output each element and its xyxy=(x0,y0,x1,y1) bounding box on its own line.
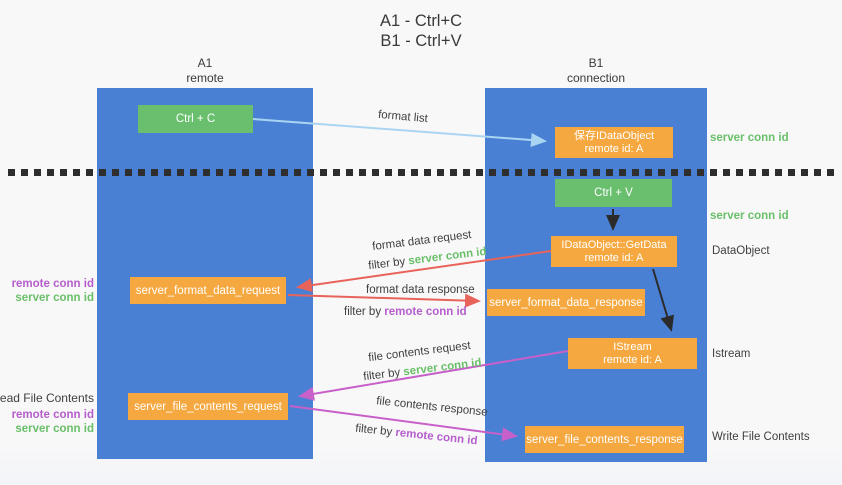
node-server-file-contents-response: server_file_contents_response xyxy=(525,426,684,453)
label-format-data-response: format data response xyxy=(366,284,475,296)
node-server-file-contents-request: server_file_contents_request xyxy=(128,393,288,420)
label-dataobject: DataObject xyxy=(712,245,770,257)
node-server-format-data-response: server_format_data_response xyxy=(487,289,645,316)
label-server-conn-id-mid-right: server conn id xyxy=(710,210,789,222)
label-istream-side: Istream xyxy=(712,348,751,360)
node-server-format-data-request: server_format_data_request xyxy=(130,277,286,304)
lane-a1-role: remote xyxy=(186,71,224,85)
title-line-a1: A1 - Ctrl+C xyxy=(379,12,463,30)
lane-b1-name: B1 xyxy=(588,56,604,70)
lane-b1-role: connection xyxy=(566,71,626,85)
label-remote-conn-id-left-2: remote conn id xyxy=(11,409,94,421)
format-data-request-arrow xyxy=(296,250,552,293)
node-ctrl-c: Ctrl + C xyxy=(138,105,253,133)
label-server-conn-id-left-1: server conn id xyxy=(15,292,94,304)
node-istream-line2: remote id: A xyxy=(603,353,662,366)
node-idataobject-getdata: IDataObject::GetData remote id: A xyxy=(551,236,677,267)
node-save-dataobject: 保存IDataObject remote id: A xyxy=(555,127,673,158)
lane-header-a1: A1 remote xyxy=(97,56,313,86)
title-line-b1: B1 - Ctrl+V xyxy=(380,32,462,50)
node-format-response-label: server_format_data_response xyxy=(489,296,643,309)
diagram-title: A1 - Ctrl+C B1 - Ctrl+V xyxy=(0,11,842,51)
label-server-conn-id-top-right: server conn id xyxy=(710,132,789,144)
file-contents-response-arrow xyxy=(289,405,518,442)
node-save-dataobject-line1: 保存IDataObject xyxy=(573,129,655,142)
label-filter-by-remote-1: filter by remote conn id xyxy=(344,306,467,318)
node-format-request-label: server_format_data_request xyxy=(135,284,281,297)
session-divider-dotted-line xyxy=(8,169,838,176)
format-list-arrow xyxy=(252,118,547,148)
lane-a1-name: A1 xyxy=(197,56,213,70)
node-ctrl-v-label: Ctrl + V xyxy=(594,187,633,199)
node-file-response-label: server_file_contents_response xyxy=(526,433,683,446)
getdata-to-istream-arrow xyxy=(652,268,674,332)
node-istream: IStream remote id: A xyxy=(568,338,697,369)
label-remote-conn-id-left-1: remote conn id xyxy=(11,278,94,290)
label-server-conn-id-left-2: server conn id xyxy=(15,423,94,435)
node-getdata-line2: remote id: A xyxy=(584,251,644,264)
node-ctrl-c-label: Ctrl + C xyxy=(175,113,216,125)
label-read-file-contents: Read File Contents xyxy=(0,391,94,405)
label-remote-conn-id-text: remote conn id xyxy=(384,306,467,318)
file-contents-request-arrow xyxy=(298,350,569,401)
lane-header-b1: B1 connection xyxy=(485,56,707,86)
node-istream-line1: IStream xyxy=(613,340,652,353)
node-file-request-label: server_file_contents_request xyxy=(134,400,282,413)
node-getdata-line1: IDataObject::GetData xyxy=(561,238,667,251)
node-ctrl-v: Ctrl + V xyxy=(555,179,672,207)
label-write-file-contents: Write File Contents xyxy=(712,431,810,443)
label-filter-by-text: filter by xyxy=(344,306,382,318)
format-data-response-arrow xyxy=(287,293,481,308)
node-save-dataobject-line2: remote id: A xyxy=(584,142,644,155)
